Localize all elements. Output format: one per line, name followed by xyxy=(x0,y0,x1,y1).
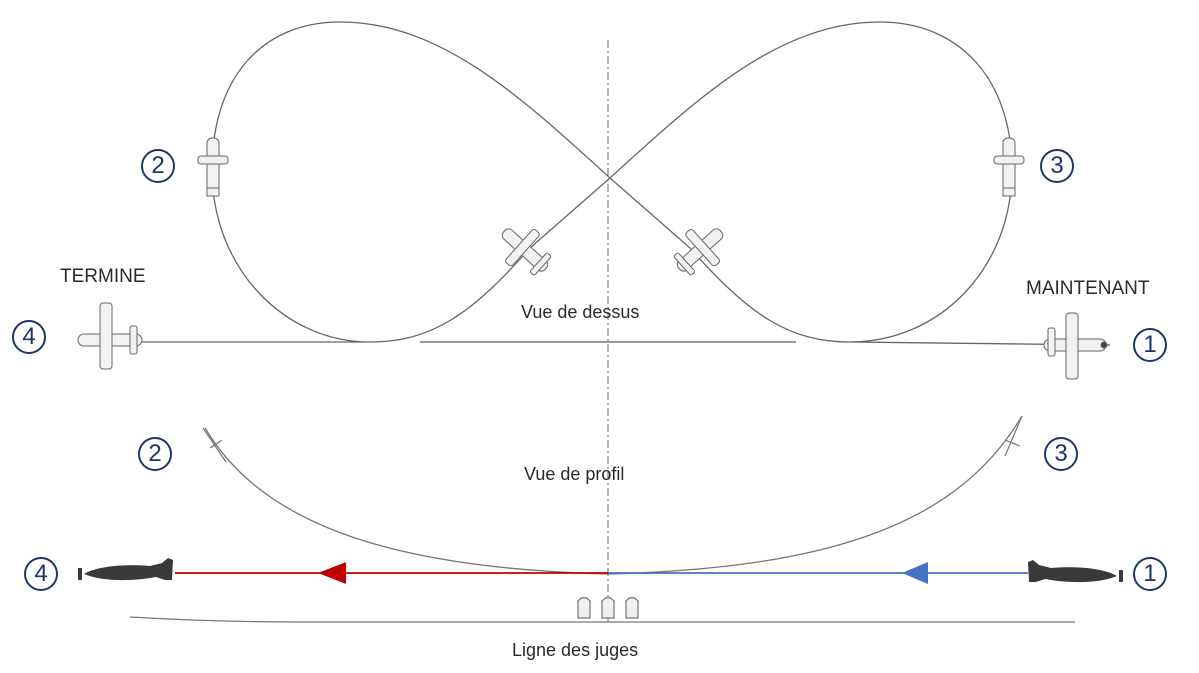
airplane-diag-left-icon xyxy=(501,228,552,276)
airplane-exit-top-icon xyxy=(77,302,143,370)
airplane-top-left-icon xyxy=(197,137,229,197)
marker-top-right: 3 xyxy=(1040,149,1074,183)
top-view-figure-eight xyxy=(140,21,1111,346)
label-vue-profil: Vue de profil xyxy=(524,464,625,484)
marker-profile-right: 3 xyxy=(1044,437,1078,471)
airplane-profile-right-icon xyxy=(1004,415,1023,457)
label-vue-dessus: Vue de dessus xyxy=(521,302,640,322)
entry-arrow-head xyxy=(902,562,928,584)
judges-line xyxy=(129,616,1075,623)
airplane-profile-left-icon xyxy=(202,427,227,463)
label-maintenant: MAINTENANT xyxy=(1026,278,1150,299)
airplane-entry-top-icon xyxy=(1043,312,1108,380)
label-termine: TERMINE xyxy=(60,266,146,287)
marker-mid-left: 4 xyxy=(12,320,46,354)
profile-view-curve xyxy=(204,415,1023,575)
marker-bottom-right: 1 xyxy=(1133,557,1167,591)
judges-booths-icon xyxy=(577,596,639,619)
label-ligne-juges: Ligne des juges xyxy=(512,640,639,660)
airplane-top-right-icon xyxy=(993,137,1025,197)
marker-top-left: 2 xyxy=(141,149,175,183)
marker-bottom-left: 4 xyxy=(24,557,58,591)
airplane-side-entry-icon xyxy=(1028,560,1123,583)
marker-profile-left: 2 xyxy=(138,437,172,471)
airplane-diag-right-icon xyxy=(673,228,724,276)
exit-arrow-head xyxy=(318,562,346,584)
marker-mid-right: 1 xyxy=(1133,328,1167,362)
airplane-side-exit-icon xyxy=(78,558,173,581)
